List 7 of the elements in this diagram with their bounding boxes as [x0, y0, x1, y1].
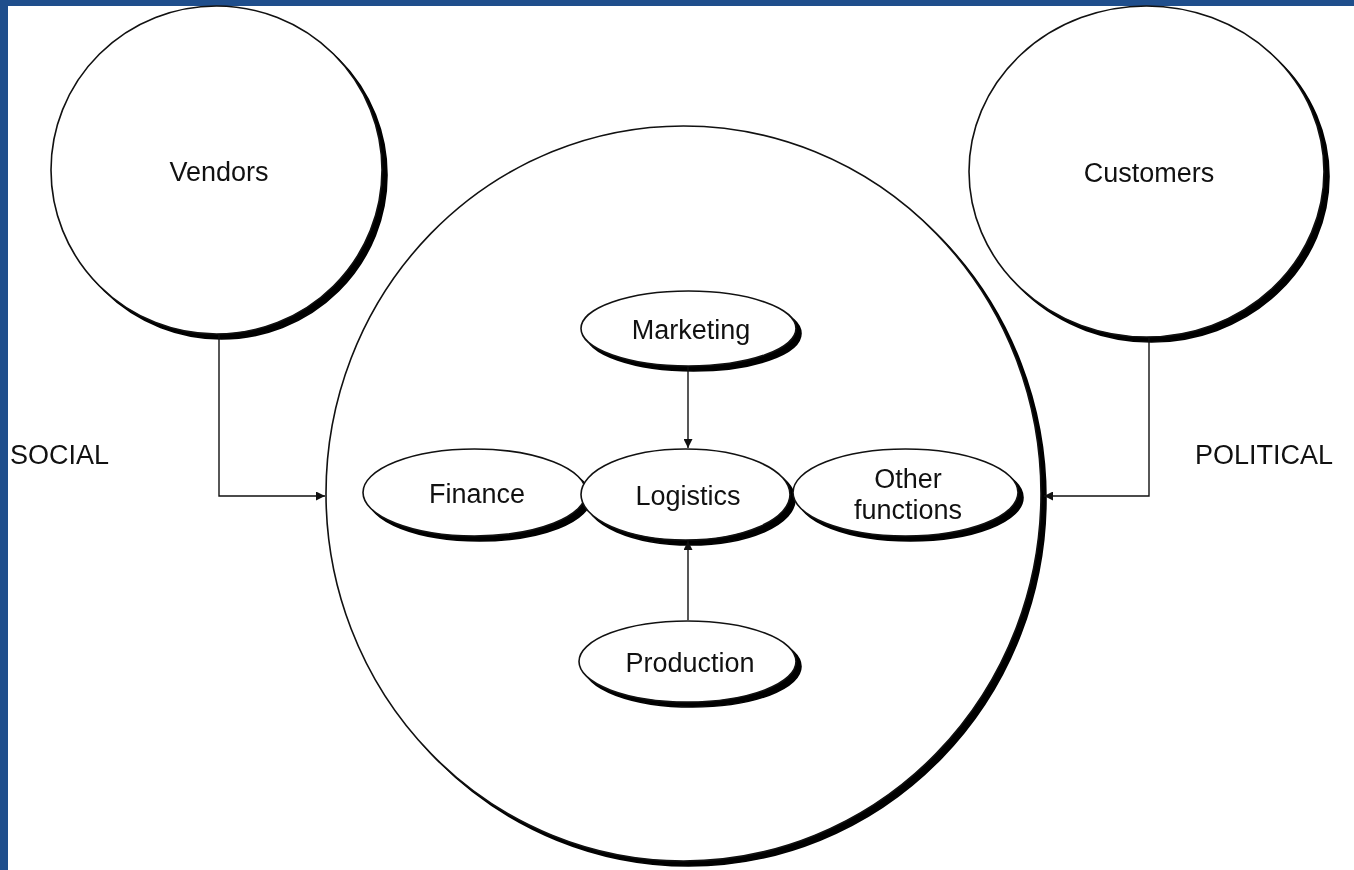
circle-node — [325, 125, 1047, 867]
side-label: SOCIAL — [10, 440, 110, 471]
arrow — [1043, 337, 1150, 501]
arrow — [683, 540, 693, 621]
arrow — [218, 334, 326, 501]
side-label: POLITICAL — [1195, 440, 1334, 471]
arrow — [683, 366, 693, 449]
